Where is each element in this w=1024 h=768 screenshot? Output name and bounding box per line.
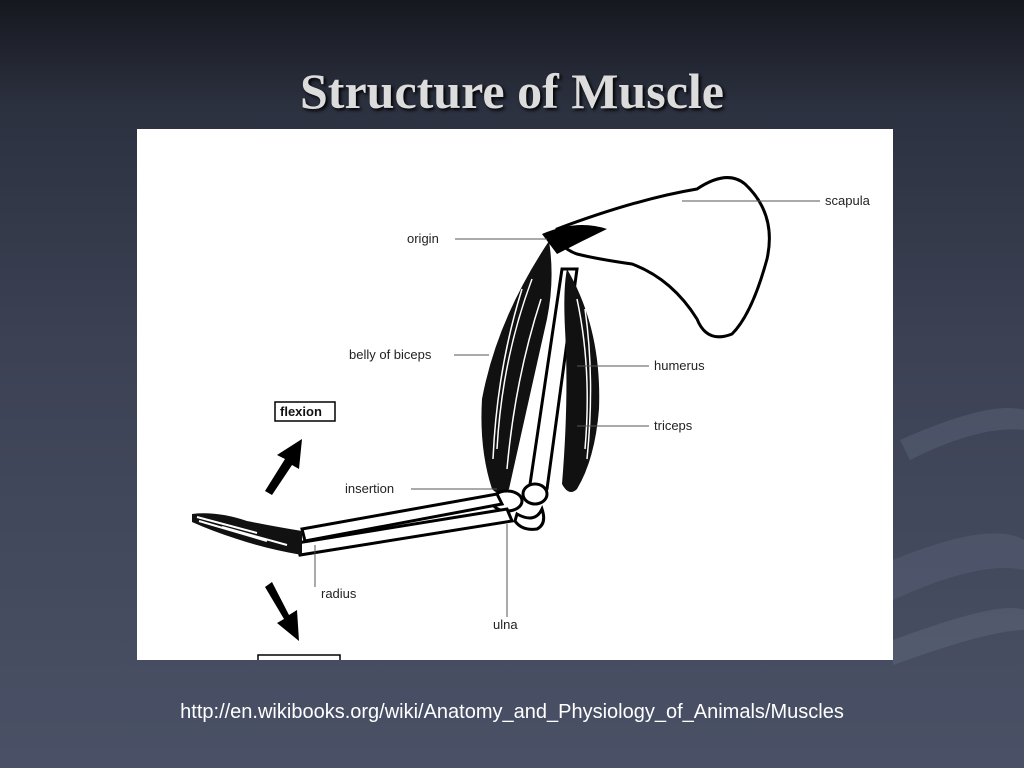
arm-illustration: scapula origin belly of biceps humerus t… [192,176,871,660]
label-scapula: scapula [825,193,871,208]
flexion-box [274,401,336,422]
label-triceps: triceps [654,418,693,433]
flexion-arrow [265,439,302,495]
triceps-muscle [562,269,600,493]
label-extension: extension [262,658,323,660]
extension-box [257,654,341,660]
scapula-bone [555,176,771,339]
label-radius: radius [321,586,357,601]
slide-title: Structure of Muscle [300,63,724,119]
radius-bone [300,492,505,543]
label-flexion: flexion [280,404,322,419]
source-link[interactable]: http://en.wikibooks.org/wiki/Anatomy_and… [180,701,844,723]
label-humerus: humerus [654,358,705,373]
label-belly-of-biceps: belly of biceps [349,347,432,362]
label-ulna: ulna [493,617,518,632]
muscle-diagram: scapula origin belly of biceps humerus t… [137,129,893,660]
label-origin: origin [407,231,439,246]
extension-arrow [265,582,299,641]
label-insertion: insertion [345,481,394,496]
